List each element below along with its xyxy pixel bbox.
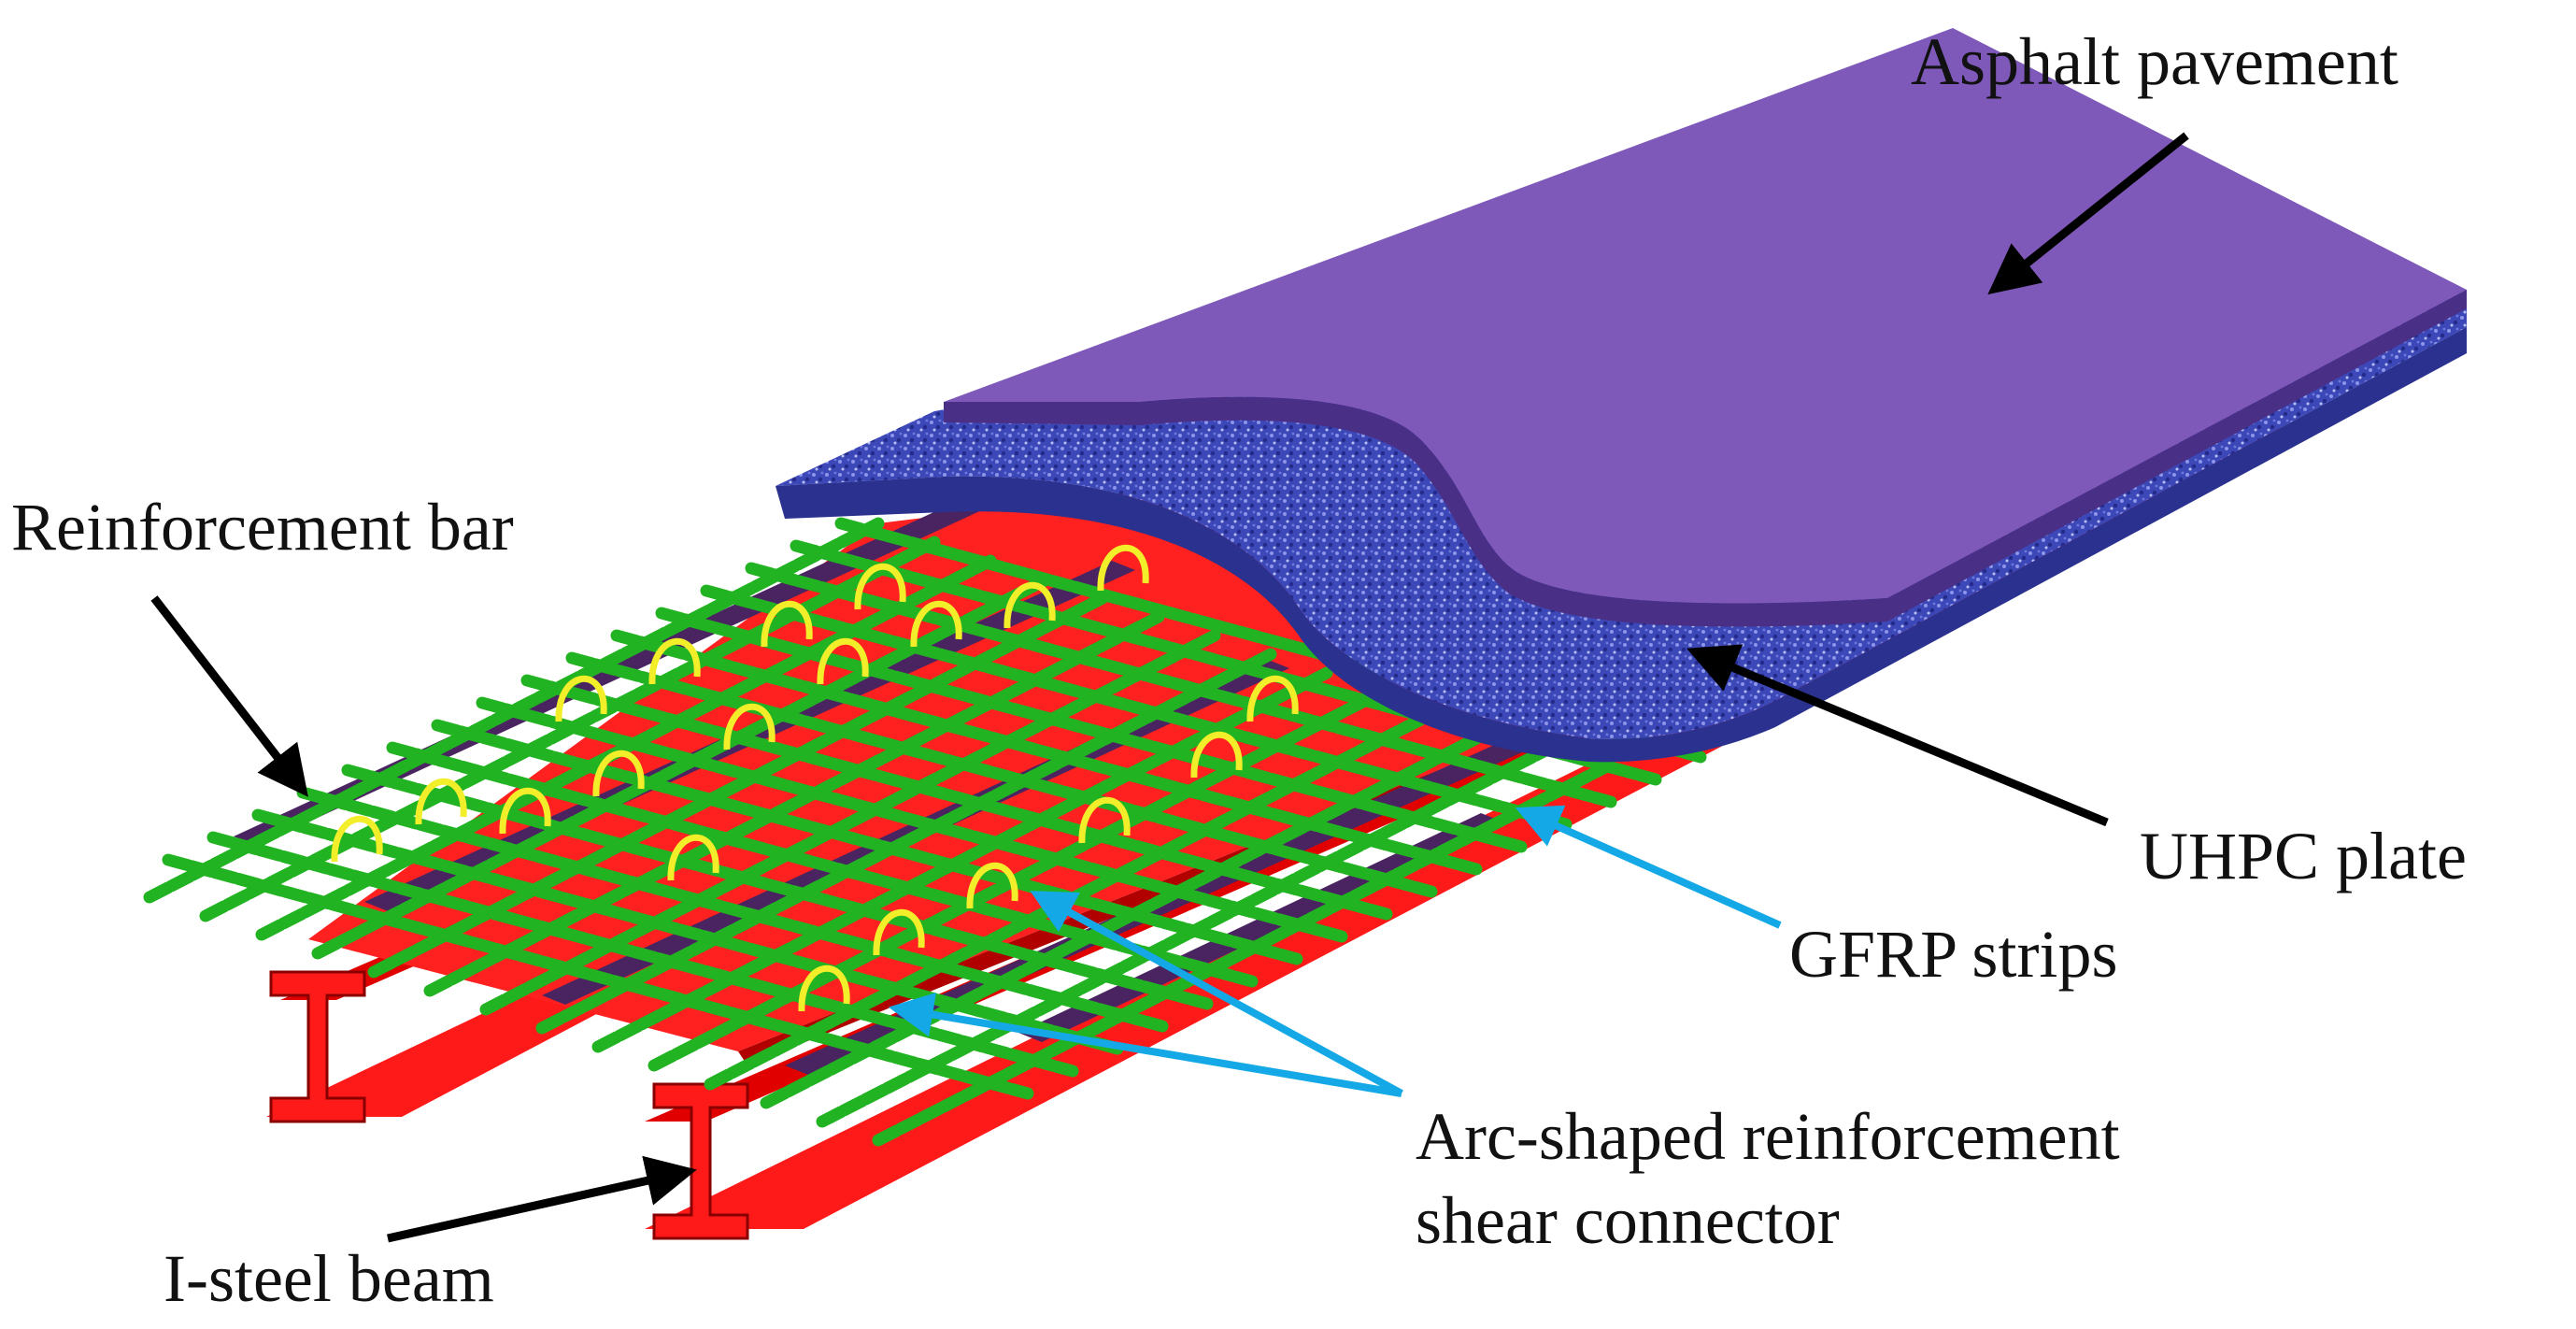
arrow-reinforcement-bar (150, 595, 308, 797)
arc-connector (1097, 544, 1149, 592)
asphalt-pavement-top (944, 28, 2467, 604)
right-beam-end-web (652, 1082, 749, 1240)
arc-connector (1078, 796, 1131, 844)
arc-connector (648, 637, 701, 685)
label-uhpc-plate: UHPC plate (2140, 819, 2467, 893)
reinforcement-bar-transverse (655, 607, 1528, 853)
arc-connector (761, 600, 813, 648)
asphalt-pavement-edge (944, 290, 2467, 627)
arrow-i-steel-beam (387, 1155, 697, 1243)
reinforcement-bar-transverse (296, 786, 1169, 1033)
arc-shaped-connectors (331, 544, 1299, 1012)
leader-arrows (150, 132, 2189, 1243)
reinforcement-bar-transverse (745, 562, 1617, 808)
reinforcement-bar-transverse (386, 741, 1259, 988)
arc-connector (966, 862, 1018, 909)
reinforcement-bar-transverse (251, 808, 1124, 1055)
label-arc-connector-line1: Arc-shaped reinforcement (1416, 1099, 2120, 1174)
reinforcement-bar-longitudinal (591, 666, 1333, 1053)
arc-connector (1190, 731, 1243, 779)
reinforcement-bar-transverse (520, 674, 1393, 921)
arc-connector (667, 834, 719, 881)
arc-connector (910, 600, 962, 648)
arc-connector (1246, 675, 1299, 722)
arrow-asphalt (1987, 132, 2189, 295)
label-reinforcement-bar: Reinforcement bar (11, 490, 514, 564)
arrow-gfrp (1515, 805, 1782, 929)
arrow-arc-connector-1 (1030, 891, 1403, 1097)
left-beam-end-web (269, 970, 366, 1123)
label-i-steel-beam: I-steel beam (164, 1241, 494, 1316)
reinforcement-bar-transverse (431, 719, 1303, 965)
arrow-arc-connector-2 (888, 992, 1402, 1097)
arc-connector (873, 908, 925, 956)
reinforcement-bar-transverse (610, 629, 1483, 876)
reinforcement-bar-transverse (565, 651, 1438, 898)
arc-connector (1003, 581, 1056, 629)
arc-connector (555, 675, 607, 722)
arc-connector (723, 703, 776, 750)
arc-connector (854, 563, 906, 610)
reinforcement-bar-longitudinal (872, 760, 1614, 1147)
reinforcement-bar-transverse (341, 764, 1214, 1010)
reinforcement-bars-transverse (162, 517, 1707, 1100)
arc-connector (817, 637, 869, 685)
arc-connector (331, 815, 383, 863)
arc-connector (415, 778, 467, 825)
reinforcement-bar-longitudinal (311, 573, 1053, 960)
arrow-uhpc (1686, 644, 2109, 827)
label-asphalt-pavement: Asphalt pavement (1911, 24, 2398, 99)
reinforcement-bar-transverse (162, 853, 1034, 1100)
arc-connector (592, 750, 645, 797)
label-gfrp-strips: GFRP strips (1789, 917, 2117, 992)
reinforcement-bar-transverse (476, 696, 1348, 943)
label-arc-connector-line2: shear connector (1416, 1183, 1840, 1258)
arc-connector (499, 787, 551, 835)
arc-connector (798, 965, 850, 1012)
reinforcement-bar-transverse (700, 584, 1573, 831)
